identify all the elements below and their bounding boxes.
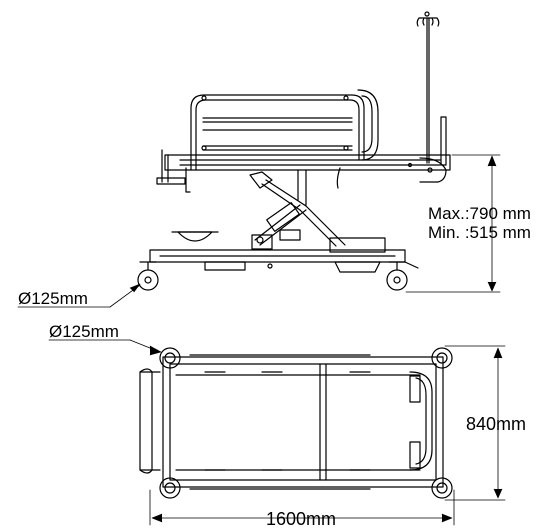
deck bbox=[156, 149, 451, 193]
side-view bbox=[17, 11, 501, 308]
plan-castor-head-top bbox=[159, 347, 181, 369]
castor-diameter-label-side: Ø125mm bbox=[18, 289, 88, 308]
length-label: 1600mm bbox=[266, 509, 337, 529]
length-dimension-line bbox=[149, 489, 455, 526]
height-dimension-line bbox=[405, 154, 501, 293]
castor-diameter-label-plan: Ø125mm bbox=[49, 322, 119, 341]
plan-castor-foot-bottom bbox=[431, 477, 453, 499]
plan-castor-foot-top bbox=[431, 347, 453, 369]
min-height-label: Min. :515 mm bbox=[428, 223, 531, 242]
castor-leader-side bbox=[17, 283, 141, 308]
castor-head-side bbox=[137, 261, 159, 291]
height-dimension-label: Max.:790 mm Min. :515 mm bbox=[428, 204, 531, 242]
side-rail bbox=[190, 89, 379, 171]
plan-frame bbox=[139, 354, 444, 490]
castor-foot-side bbox=[386, 261, 419, 291]
plan-view bbox=[48, 339, 506, 526]
width-dimension-line bbox=[444, 345, 506, 501]
base-frame bbox=[149, 231, 406, 273]
plan-castor-head-bottom bbox=[159, 477, 181, 499]
width-label: 840mm bbox=[466, 414, 527, 434]
max-height-label: Max.:790 mm bbox=[428, 204, 531, 223]
scissor-lift bbox=[249, 169, 346, 250]
castor-leader-plan bbox=[48, 339, 162, 356]
iv-pole bbox=[416, 11, 447, 166]
